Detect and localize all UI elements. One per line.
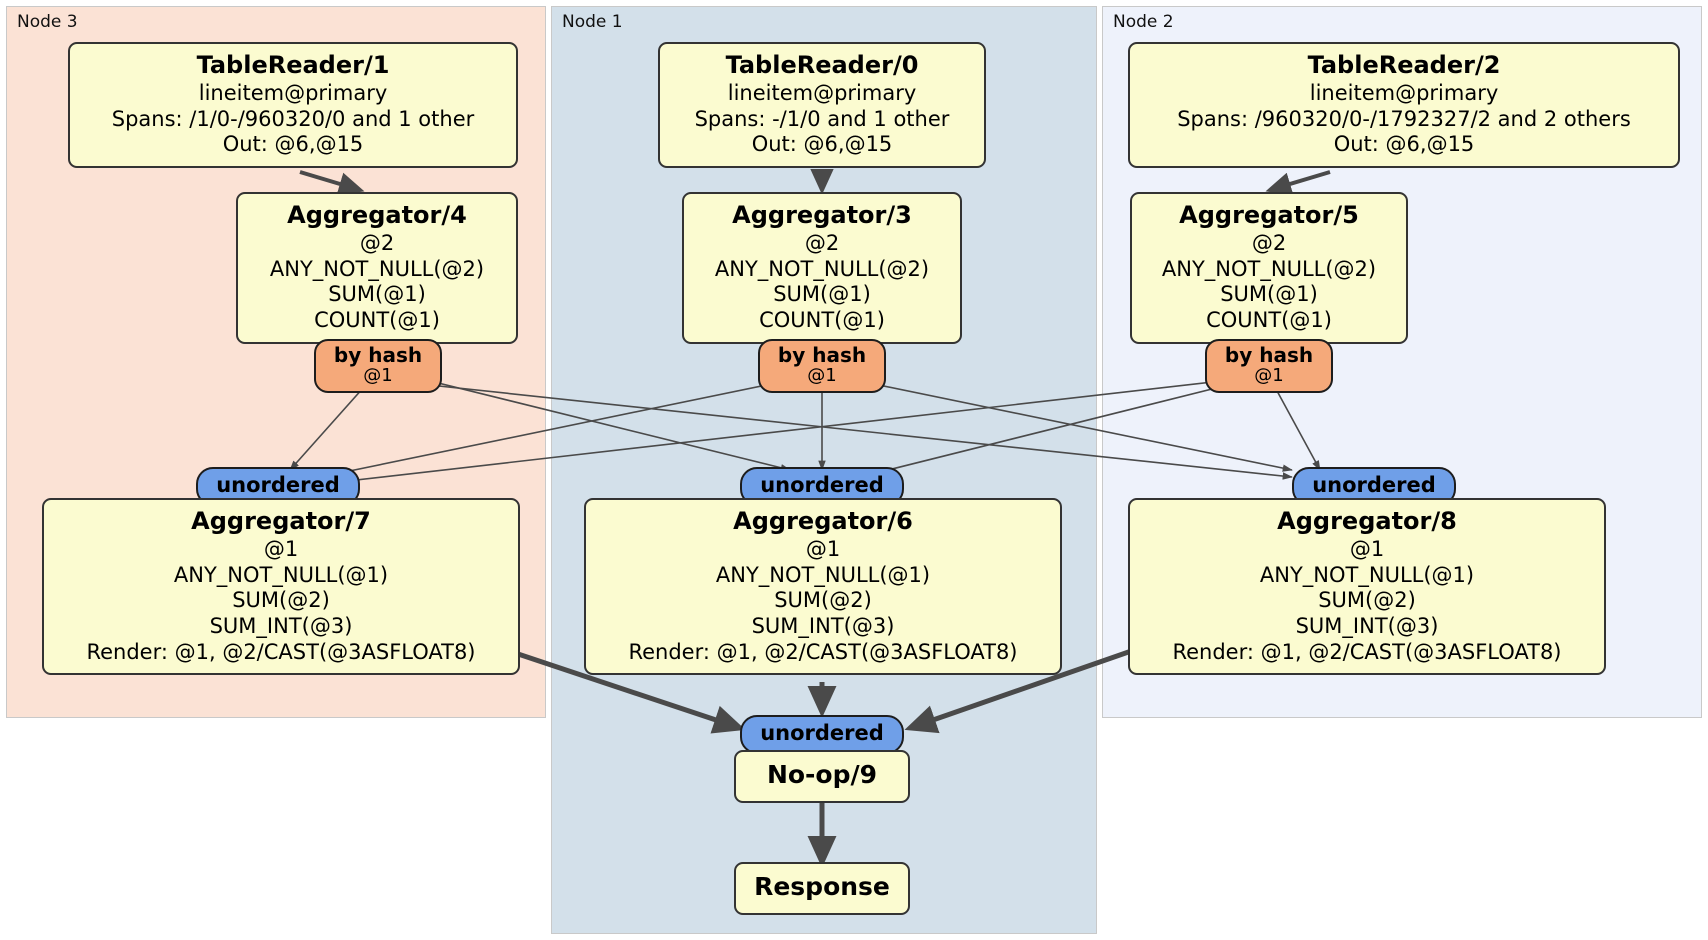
- processor-detail-line: @1: [263, 537, 299, 562]
- hash-router-label: by hash: [1224, 343, 1314, 367]
- processor-detail-line: COUNT(@1): [1206, 308, 1332, 333]
- hash-router-label: by hash: [777, 343, 867, 367]
- processor-title: TableReader/0: [725, 51, 919, 79]
- processor-title: Response: [754, 872, 890, 901]
- processor-detail-line: SUM_INT(@3): [209, 614, 353, 639]
- processor-title: TableReader/2: [1307, 51, 1501, 79]
- hash-router-label: by hash: [333, 343, 423, 367]
- processor-noop-9[interactable]: No-op/9: [734, 750, 910, 803]
- unordered-synchronizer-label: unordered: [760, 473, 884, 497]
- processor-detail-line: @2: [359, 231, 395, 256]
- processor-detail-line: ANY_NOT_NULL(@1): [715, 562, 931, 587]
- processor-title: Aggregator/6: [733, 507, 913, 535]
- processor-detail-line: lineitem@primary: [1309, 81, 1499, 106]
- processor-detail-line: ANY_NOT_NULL(@2): [1161, 256, 1377, 281]
- processor-detail-line: Render: @1, @2/CAST(@3ASFLOAT8): [628, 639, 1018, 664]
- processor-aggregator-3[interactable]: Aggregator/3 @2 ANY_NOT_NULL(@2) SUM(@1)…: [682, 192, 962, 344]
- processor-detail-line: Spans: /1/0-/960320/0 and 1 other: [111, 106, 475, 131]
- processor-aggregator-5[interactable]: Aggregator/5 @2 ANY_NOT_NULL(@2) SUM(@1)…: [1130, 192, 1408, 344]
- processor-aggregator-6[interactable]: Aggregator/6 @1 ANY_NOT_NULL(@1) SUM(@2)…: [584, 498, 1062, 676]
- processor-detail-line: ANY_NOT_NULL(@1): [1259, 562, 1475, 587]
- processor-detail-line: @2: [804, 231, 840, 256]
- processor-aggregator-7[interactable]: Aggregator/7 @1 ANY_NOT_NULL(@1) SUM(@2)…: [42, 498, 520, 676]
- hash-router-column: @1: [807, 365, 837, 387]
- processor-title: Aggregator/4: [287, 201, 467, 229]
- processor-detail-line: SUM(@2): [774, 588, 872, 613]
- processor-aggregator-4[interactable]: Aggregator/4 @2 ANY_NOT_NULL(@2) SUM(@1)…: [236, 192, 518, 344]
- processor-detail-line: SUM(@2): [232, 588, 330, 613]
- processor-detail-line: ANY_NOT_NULL(@2): [269, 256, 485, 281]
- node-panel-label-node2: Node 2: [1113, 12, 1174, 32]
- processor-detail-line: lineitem@primary: [727, 81, 917, 106]
- processor-detail-line: Out: @6,@15: [222, 132, 364, 157]
- processor-detail-line: SUM(@2): [1318, 588, 1416, 613]
- processor-detail-line: @1: [805, 537, 841, 562]
- processor-tablereader-1[interactable]: TableReader/1 lineitem@primary Spans: /1…: [68, 42, 518, 169]
- hash-router-column: @1: [1254, 365, 1284, 387]
- processor-title: No-op/9: [766, 760, 878, 789]
- processor-aggregator-8[interactable]: Aggregator/8 @1 ANY_NOT_NULL(@1) SUM(@2)…: [1128, 498, 1606, 676]
- processor-detail-line: lineitem@primary: [198, 81, 388, 106]
- processor-detail-line: SUM(@1): [328, 282, 426, 307]
- processor-title: Aggregator/5: [1179, 201, 1359, 229]
- processor-detail-line: @2: [1251, 231, 1287, 256]
- processor-tablereader-2[interactable]: TableReader/2 lineitem@primary Spans: /9…: [1128, 42, 1680, 169]
- processor-detail-line: Spans: /960320/0-/1792327/2 and 2 others: [1177, 106, 1631, 131]
- unordered-synchronizer-final[interactable]: unordered: [740, 715, 904, 754]
- hash-router-column: @1: [363, 365, 393, 387]
- processor-detail-line: Out: @6,@15: [1333, 132, 1475, 157]
- processor-detail-line: COUNT(@1): [314, 308, 440, 333]
- processor-title: TableReader/1: [196, 51, 390, 79]
- processor-detail-line: Spans: -/1/0 and 1 other: [694, 106, 950, 131]
- processor-title: Aggregator/7: [191, 507, 371, 535]
- processor-detail-line: SUM(@1): [773, 282, 871, 307]
- node-panel-label-node1: Node 1: [562, 12, 623, 32]
- processor-response[interactable]: Response: [734, 862, 910, 915]
- processor-detail-line: ANY_NOT_NULL(@2): [714, 256, 930, 281]
- processor-detail-line: ANY_NOT_NULL(@1): [173, 562, 389, 587]
- hash-router-right[interactable]: by hash @1: [1205, 339, 1333, 393]
- unordered-synchronizer-label: unordered: [760, 721, 884, 745]
- processor-detail-line: SUM_INT(@3): [1295, 614, 1439, 639]
- processor-detail-line: @1: [1349, 537, 1385, 562]
- processor-title: Aggregator/8: [1277, 507, 1457, 535]
- hash-router-center[interactable]: by hash @1: [758, 339, 886, 393]
- processor-detail-line: Render: @1, @2/CAST(@3ASFLOAT8): [86, 639, 476, 664]
- processor-tablereader-0[interactable]: TableReader/0 lineitem@primary Spans: -/…: [658, 42, 986, 169]
- processor-detail-line: SUM_INT(@3): [751, 614, 895, 639]
- processor-detail-line: Render: @1, @2/CAST(@3ASFLOAT8): [1172, 639, 1562, 664]
- unordered-synchronizer-label: unordered: [216, 473, 340, 497]
- processor-detail-line: Out: @6,@15: [751, 132, 893, 157]
- hash-router-left[interactable]: by hash @1: [314, 339, 442, 393]
- node-panel-label-node3: Node 3: [17, 12, 78, 32]
- processor-detail-line: SUM(@1): [1220, 282, 1318, 307]
- processor-title: Aggregator/3: [732, 201, 912, 229]
- unordered-synchronizer-label: unordered: [1312, 473, 1436, 497]
- processor-detail-line: COUNT(@1): [759, 308, 885, 333]
